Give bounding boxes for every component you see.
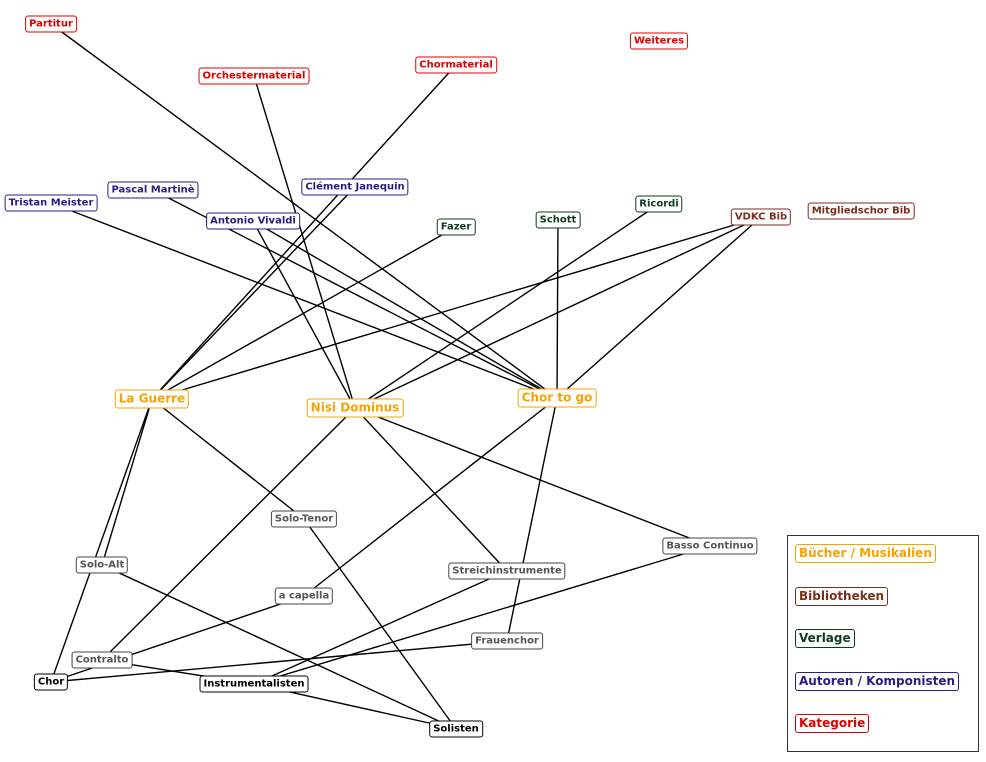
edge-ricordi-nisi [354,203,660,409]
node-laguerre[interactable]: La Guerre [114,389,190,409]
node-vdkc[interactable]: VDKC Bib [730,208,792,226]
legend-item-author: Autoren / Komponisten [795,671,960,691]
legend-item-library: Bibliotheken [795,586,889,606]
node-vivaldi[interactable]: Antonio Vivaldi [206,212,300,230]
node-soloalt[interactable]: Solo-Alt [75,556,129,574]
node-streich[interactable]: Streichinstrumente [448,562,566,580]
node-clement[interactable]: Clément Janequin [301,178,409,196]
node-ricordi[interactable]: Ricordi [635,195,683,213]
edge-chortogo-acapella [303,397,558,597]
node-orchestermaterial[interactable]: Orchestermaterial [198,67,310,85]
edge-partitur-chortogo [50,23,558,399]
node-chortogo[interactable]: Chor to go [517,388,597,408]
node-partitur[interactable]: Partitur [25,15,77,33]
edge-soloalt-solisten [101,564,457,730]
edge-solotenor-solisten [303,518,457,730]
node-schott[interactable]: Schott [535,211,581,229]
edge-vdkc-nisi [354,216,762,409]
edge-vivaldi-chortogo [252,220,558,399]
node-weiteres[interactable]: Weiteres [629,32,689,50]
edge-chormaterial-laguerre [151,64,457,400]
node-contralto[interactable]: Contralto [71,651,133,669]
edge-nisi-contralto [101,407,356,661]
edge-vdkc-laguerre [151,216,762,400]
edge-fazer-laguerre [151,226,457,400]
edge-acapella-chor [50,595,305,683]
node-fazer[interactable]: Fazer [436,218,476,236]
edge-tristan-chortogo [50,202,558,399]
edge-chortogo-frauenchor [506,397,558,642]
legend-item-book: Bücher / Musikalien [795,544,936,563]
edge-basso-instrumentalisten [253,545,711,685]
edge-frauenchor-chor [50,640,508,683]
node-chor[interactable]: Chor [33,673,69,691]
edge-laguerre-chor [50,398,153,683]
legend-item-category: Kategorie [795,714,870,733]
node-tristan[interactable]: Tristan Meister [4,194,98,212]
edge-schott-chortogo [556,219,559,399]
edge-vdkc-chortogo [556,216,762,399]
node-solisten[interactable]: Solisten [429,720,483,738]
edge-laguerre-solotenor [151,398,305,520]
edge-orchestermaterial-nisi [253,75,356,409]
edge-vivaldi-nisi [252,220,356,409]
node-mitglied[interactable]: Mitgliedschor Bib [807,202,915,220]
edge-streich-instrumentalisten [253,570,508,685]
node-chormaterial[interactable]: Chormaterial [415,56,497,74]
edge-clement-laguerre [151,186,356,400]
node-basso[interactable]: Basso Continuo [662,537,758,555]
legend-item-publisher: Verlage [795,629,855,648]
node-frauenchor[interactable]: Frauenchor [471,632,543,650]
node-solotenor[interactable]: Solo-Tenor [270,510,338,528]
node-pascal[interactable]: Pascal Martinè [107,181,199,199]
node-nisi[interactable]: Nisi Dominus [306,398,404,418]
edge-nisi-basso [354,407,711,547]
node-acapella[interactable]: a capella [274,587,334,605]
node-instrumentalisten[interactable]: Instrumentalisten [199,675,309,693]
edge-laguerre-soloalt [101,398,153,566]
edge-nisi-streich [354,407,508,572]
